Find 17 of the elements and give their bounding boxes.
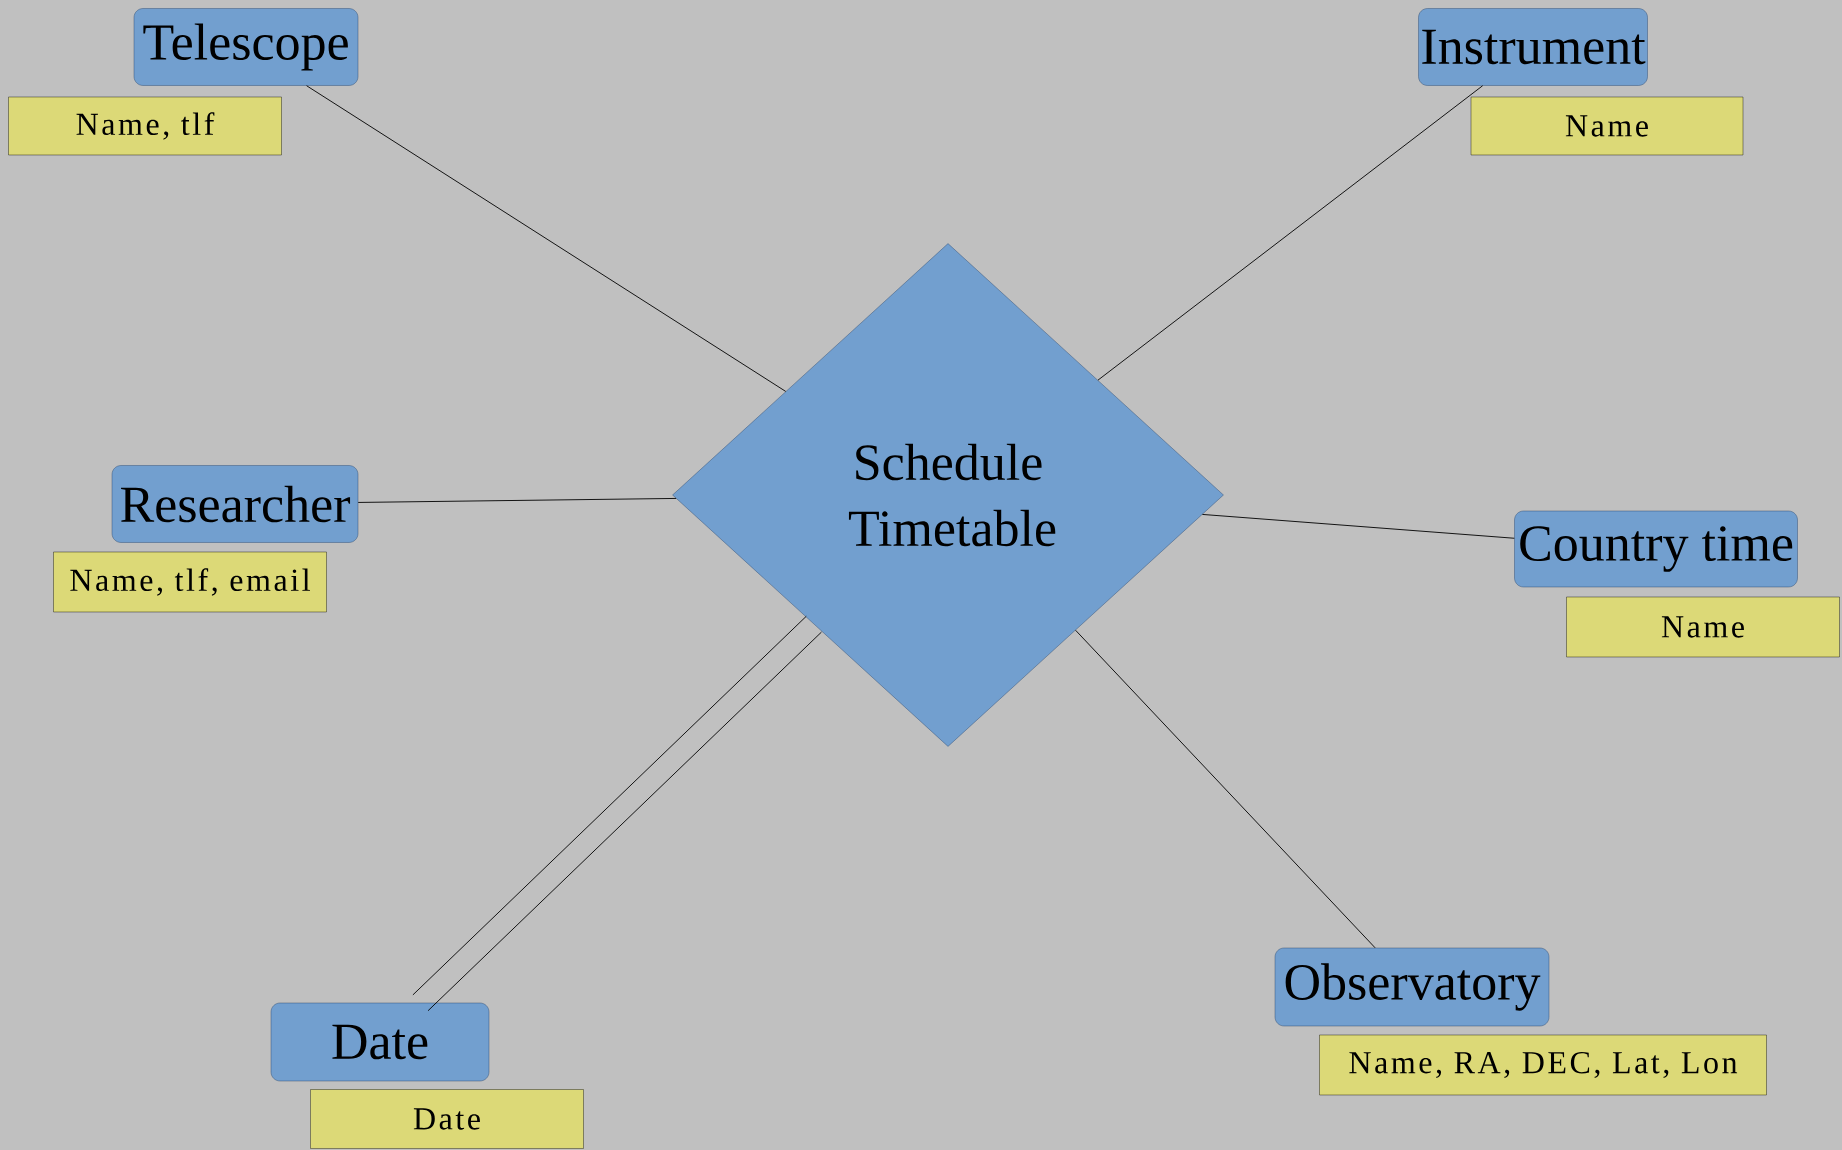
attribute-box: Name, RA, DEC, Lat, Lon (1319, 1034, 1767, 1096)
connector-line (1075, 629, 1376, 949)
entity-box: Instrument (1418, 8, 1648, 86)
attribute-box: Name, tlf (8, 96, 282, 156)
entity-box: Country time (1514, 510, 1798, 588)
connector-line (357, 497, 677, 503)
entity-box: Telescope (133, 8, 359, 86)
attribute-box: Date (310, 1089, 584, 1149)
entity-box: Researcher (111, 465, 359, 543)
attribute-box: Name (1566, 596, 1840, 658)
connector-line (306, 85, 787, 392)
attribute-box: Name, tlf, email (53, 551, 327, 613)
connector-line (1202, 513, 1515, 539)
entity-box: Observatory (1274, 947, 1550, 1027)
attribute-box: Name (1470, 96, 1744, 156)
connector-line (1097, 85, 1484, 381)
entity-box: Date (270, 1002, 490, 1082)
